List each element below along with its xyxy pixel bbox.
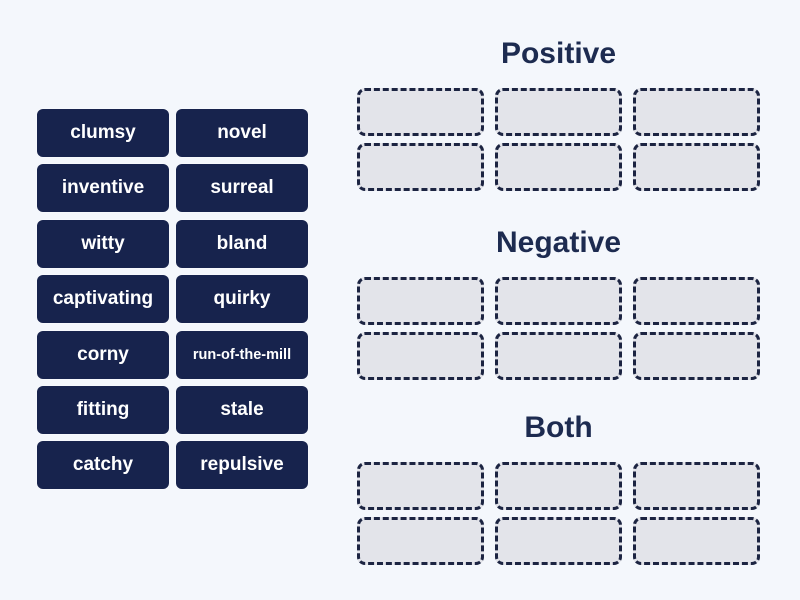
drop-zone[interactable] — [495, 332, 622, 380]
drop-zone[interactable] — [495, 462, 622, 510]
drop-zone[interactable] — [633, 332, 760, 380]
drop-zone-grid — [357, 88, 760, 191]
word-tile[interactable]: repulsive — [176, 441, 308, 490]
word-tile[interactable]: bland — [176, 219, 308, 268]
drop-zone-grid — [357, 277, 760, 380]
drop-zone[interactable] — [633, 462, 760, 510]
word-tile[interactable]: novel — [176, 109, 308, 157]
drop-zone[interactable] — [357, 88, 484, 136]
word-tile[interactable]: witty — [37, 219, 169, 268]
drop-zone[interactable] — [357, 143, 484, 191]
drop-zone[interactable] — [633, 517, 760, 565]
drop-zone[interactable] — [633, 277, 760, 325]
drop-zone[interactable] — [633, 143, 760, 191]
word-tile[interactable]: run-of-the-mill — [176, 330, 308, 379]
drop-zone[interactable] — [495, 517, 622, 565]
word-tile[interactable]: captivating — [37, 275, 169, 324]
word-tile[interactable]: stale — [176, 385, 308, 434]
drop-zone[interactable] — [357, 277, 484, 325]
drop-zone[interactable] — [357, 517, 484, 565]
drop-zone[interactable] — [495, 277, 622, 325]
drop-zone[interactable] — [633, 88, 760, 136]
word-tile[interactable]: quirky — [176, 275, 308, 324]
word-tile[interactable]: catchy — [37, 441, 169, 490]
group-title: Positive — [500, 37, 617, 70]
word-tile[interactable]: fitting — [37, 385, 169, 434]
word-tile[interactable]: clumsy — [37, 109, 169, 157]
word-tile[interactable]: inventive — [37, 164, 169, 213]
group-title: Negative — [495, 226, 622, 259]
drop-zone[interactable] — [357, 462, 484, 510]
word-tile-grid: clumsy novel inventive surreal witty bla… — [37, 109, 308, 490]
group-positive: Positive — [357, 36, 760, 191]
group-negative: Negative — [357, 225, 760, 380]
drop-zone[interactable] — [357, 332, 484, 380]
word-tile[interactable]: surreal — [176, 164, 308, 213]
word-tile[interactable]: corny — [37, 330, 169, 379]
group-both: Both — [357, 410, 760, 565]
group-title: Both — [524, 411, 593, 444]
drop-zone[interactable] — [495, 88, 622, 136]
drop-zone[interactable] — [495, 143, 622, 191]
drop-zone-grid — [357, 462, 760, 565]
